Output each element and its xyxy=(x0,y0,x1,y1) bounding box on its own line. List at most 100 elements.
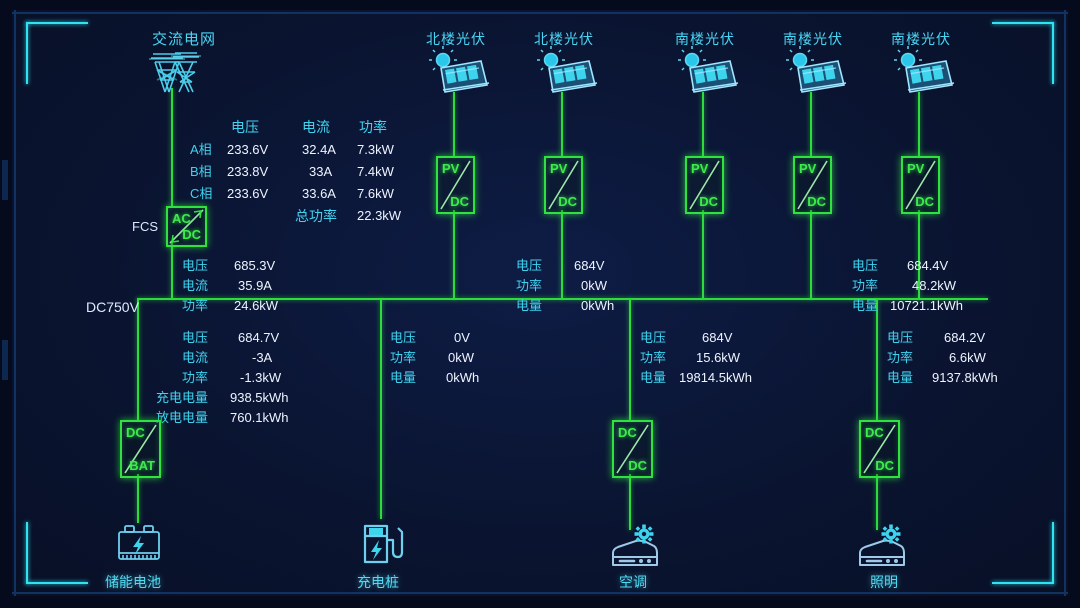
converter-pv-dc-1-bottom-label: DC xyxy=(450,194,469,209)
solar-panel-icon xyxy=(672,46,742,94)
pv-north-key-2: 电量 xyxy=(516,298,543,313)
grid-row-b-power: 7.4kW xyxy=(357,164,394,179)
frame-line-bottom xyxy=(12,592,1068,594)
lighting-val-2: 9137.8kWh xyxy=(932,370,998,385)
pv-north-val-0: 684V xyxy=(574,258,605,273)
wire-bus-to-hvac-conv xyxy=(629,299,631,420)
solar-panel-icon xyxy=(423,46,493,94)
frame-tab-left-upper xyxy=(2,160,8,200)
grid-row-b-current: 33A xyxy=(309,164,333,179)
converter-pv-dc-2[interactable]: PV DC xyxy=(544,156,583,214)
grid-total-power-value: 22.3kW xyxy=(357,208,402,223)
fcs-dc-key-0: 电压 xyxy=(182,258,209,273)
frame-line-right xyxy=(1064,10,1066,596)
fcs-dc-val-0: 685.3V xyxy=(234,258,276,273)
converter-ac-dc[interactable]: AC DC xyxy=(166,206,207,247)
converter-dc-dc-hvac-top-label: DC xyxy=(618,425,637,440)
wire-pv1-panel-to-conv xyxy=(453,92,455,156)
hvac-val-2: 19814.5kWh xyxy=(679,370,752,385)
hvac-val-0: 684V xyxy=(702,330,733,345)
converter-pv-dc-3[interactable]: PV DC xyxy=(685,156,724,214)
pv-south-key-0: 电压 xyxy=(852,258,879,273)
solar-panel-icon xyxy=(888,46,958,94)
wire-battery-conv-to-device xyxy=(137,474,139,523)
converter-pv-dc-4[interactable]: PV DC xyxy=(793,156,832,214)
battery-key-4: 放电电量 xyxy=(156,410,209,425)
hvac-key-1: 功率 xyxy=(640,350,667,365)
battery-key-1: 电流 xyxy=(182,350,209,365)
converter-pv-dc-2-top-label: PV xyxy=(550,161,568,176)
battery-val-3: 938.5kWh xyxy=(230,390,289,405)
wire-pv4-conv-to-bus xyxy=(810,210,812,299)
converter-pv-dc-4-top-label: PV xyxy=(799,161,817,176)
air-conditioner-icon xyxy=(608,524,660,569)
converter-dc-dc-lighting-top-label: DC xyxy=(865,425,884,440)
charger-val-0: 0V xyxy=(454,330,470,345)
device-label-charger: 充电桩 xyxy=(357,574,399,590)
grid-row-c-voltage: 233.6V xyxy=(227,186,269,201)
grid-row-c-phase: C相 xyxy=(190,186,213,201)
grid-row-a-power: 7.3kW xyxy=(357,142,394,157)
battery-val-2: -1.3kW xyxy=(240,370,282,385)
power-tower-icon xyxy=(145,50,203,94)
hvac-val-1: 15.6kW xyxy=(696,350,741,365)
pv-north-val-2: 0kWh xyxy=(581,298,615,313)
charger-val-1: 0kW xyxy=(448,350,474,365)
dc-bus-label: DC750V xyxy=(86,299,139,315)
converter-ac-dc-top-label: AC xyxy=(172,211,191,226)
wire-hvac-conv-to-device xyxy=(629,474,631,530)
converter-dc-dc-hvac[interactable]: DC DC xyxy=(612,420,653,478)
pv-north-key-0: 电压 xyxy=(516,258,543,273)
grid-col-voltage: 电压 xyxy=(231,119,259,135)
charger-val-2: 0kWh xyxy=(446,370,480,385)
converter-pv-dc-1[interactable]: PV DC xyxy=(436,156,475,214)
pv-north-key-1: 功率 xyxy=(516,278,543,293)
converter-pv-dc-5[interactable]: PV DC xyxy=(901,156,940,214)
converter-dc-bat[interactable]: DC BAT xyxy=(120,420,161,478)
wire-pv4-panel-to-conv xyxy=(810,92,812,156)
fcs-dc-val-1: 35.9A xyxy=(238,278,272,293)
converter-dc-dc-lighting-bottom-label: DC xyxy=(875,458,894,473)
charger-key-0: 电压 xyxy=(390,330,417,345)
converter-pv-dc-2-bottom-label: DC xyxy=(558,194,577,209)
converter-dc-dc-lighting[interactable]: DC DC xyxy=(859,420,900,478)
converter-pv-dc-3-bottom-label: DC xyxy=(699,194,718,209)
wire-pv5-panel-to-conv xyxy=(918,92,920,156)
grid-title: 交流电网 xyxy=(152,31,217,48)
ev-charger-icon xyxy=(357,518,405,566)
solar-panel-icon xyxy=(531,46,601,94)
converter-dc-bat-top-label: DC xyxy=(126,425,145,440)
dc-bus-bar xyxy=(137,298,988,300)
pv-south-val-1: 48.2kW xyxy=(912,278,957,293)
battery-icon xyxy=(113,523,165,565)
fcs-dc-key-2: 功率 xyxy=(182,298,209,313)
device-label-battery: 储能电池 xyxy=(105,574,161,590)
grid-row-b-voltage: 233.8V xyxy=(227,164,269,179)
pv-south-key-1: 功率 xyxy=(852,278,879,293)
wire-pv2-conv-to-bus xyxy=(561,210,563,299)
lighting-key-1: 功率 xyxy=(887,350,914,365)
wire-bus-to-charger xyxy=(380,299,382,519)
device-label-hvac: 空调 xyxy=(619,574,647,590)
pv-south-val-2: 10721.1kWh xyxy=(890,298,963,313)
fcs-label: FCS xyxy=(132,219,158,234)
pv-north-val-1: 0kW xyxy=(581,278,607,293)
grid-row-a-voltage: 233.6V xyxy=(227,142,269,157)
grid-row-a-phase: A相 xyxy=(190,142,212,157)
device-label-lighting: 照明 xyxy=(870,574,898,590)
pv-1-title: 北楼光伏 xyxy=(426,31,486,47)
wire-pv3-conv-to-bus xyxy=(702,210,704,299)
frame-line-left xyxy=(14,10,16,596)
converter-pv-dc-1-top-label: PV xyxy=(442,161,460,176)
hvac-key-2: 电量 xyxy=(640,370,667,385)
grid-col-power: 功率 xyxy=(359,119,387,135)
converter-pv-dc-5-top-label: PV xyxy=(907,161,925,176)
wire-pv5-conv-to-bus xyxy=(918,210,920,299)
wire-lighting-conv-to-device xyxy=(876,474,878,530)
grid-row-a-current: 32.4A xyxy=(302,142,336,157)
fcs-dc-val-2: 24.6kW xyxy=(234,298,279,313)
wire-bus-to-lighting-conv xyxy=(876,299,878,420)
battery-val-1: -3A xyxy=(252,350,273,365)
grid-row-b-phase: B相 xyxy=(190,164,212,179)
converter-dc-bat-bottom-label: BAT xyxy=(129,458,155,473)
